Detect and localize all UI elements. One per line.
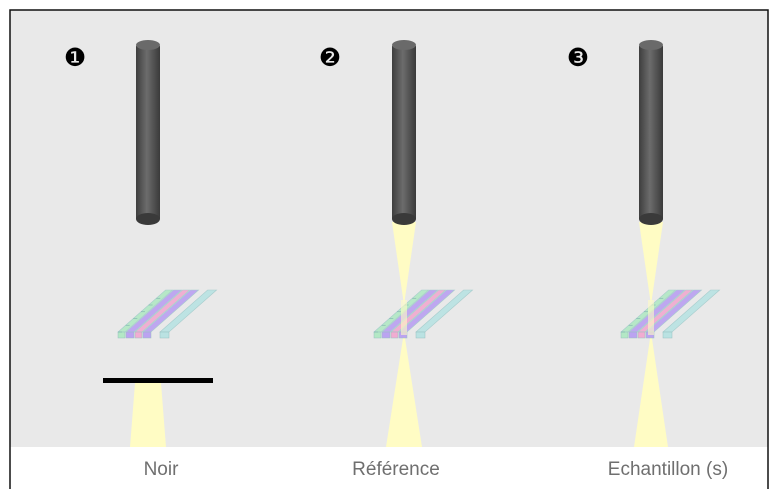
panel-number-2: ❷ — [319, 43, 341, 72]
cuvette-slot-front-1 — [117, 331, 126, 339]
cuvette-slot-front-3 — [390, 331, 399, 339]
fiber-tip — [392, 213, 416, 225]
panel-3: ❸ — [567, 40, 721, 447]
diagram-frame — [9, 9, 769, 489]
panel-1: ❶ — [64, 40, 218, 447]
optical-fiber-icon — [136, 46, 160, 219]
light-beam-icon — [634, 332, 668, 447]
panel-number-1: ❶ — [64, 43, 86, 72]
light-beam-icon — [386, 332, 422, 447]
light-beam-icon — [639, 222, 663, 305]
optical-fiber-icon — [639, 46, 663, 219]
cuvette-slot-front-5 — [415, 331, 426, 339]
cuvette-slot-front-3 — [637, 331, 646, 339]
light-beam-icon — [392, 222, 416, 305]
cuvette-slot-front-3 — [134, 331, 143, 339]
cuvette-slot-front-1 — [373, 331, 382, 339]
panel-caption-sample: Echantillon (s) — [607, 459, 729, 480]
cuvette-slot-front-2 — [381, 331, 391, 339]
fiber-top — [639, 40, 663, 50]
light-beam-icon — [648, 300, 654, 335]
cuvette-slot-front-1 — [620, 331, 629, 339]
light-beam-icon — [130, 383, 166, 447]
light-beam-icon — [401, 300, 407, 335]
fiber-top — [136, 40, 160, 50]
light-blocker-icon — [103, 378, 213, 383]
fiber-top — [392, 40, 416, 50]
fiber-tip — [136, 213, 160, 225]
cuvette-slot-front-5 — [159, 331, 170, 339]
panel-caption-noir: Noir — [143, 459, 179, 480]
panel-caption-reference: Référence — [352, 459, 440, 480]
cuvette-slot-front-4 — [142, 331, 152, 339]
cuvette-slot-front-5 — [662, 331, 673, 339]
fiber-tip — [639, 213, 663, 225]
panel-2: ❷ — [319, 40, 474, 447]
optical-fiber-icon — [392, 46, 416, 219]
cuvette-slot-front-2 — [125, 331, 135, 339]
panel-number-3: ❸ — [567, 43, 589, 72]
cuvette-slot-front-2 — [628, 331, 638, 339]
